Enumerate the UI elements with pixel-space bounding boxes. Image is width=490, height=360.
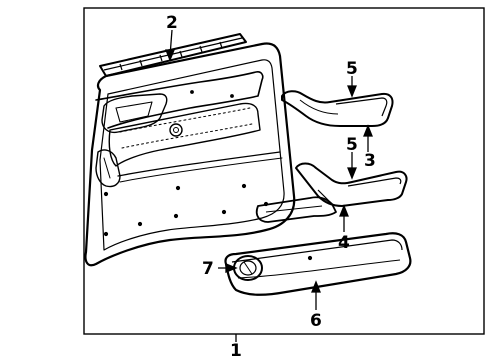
callout-7: 7	[202, 259, 214, 279]
callout-6: 6	[310, 311, 322, 331]
callout-2: 2	[166, 13, 178, 33]
callout-5-lower: 5	[346, 135, 358, 155]
door-trim-panel-part	[84, 42, 296, 267]
belt-weatherstrip-part	[99, 33, 247, 77]
callout-3: 3	[364, 151, 376, 171]
callout-1: 1	[230, 341, 242, 360]
armrest-mid-trim-part	[255, 162, 408, 223]
callout-4: 4	[338, 233, 350, 253]
lower-pocket-trim-part	[224, 232, 412, 296]
armrest-upper-trim-part	[281, 90, 394, 127]
assembly-frame	[83, 7, 485, 335]
leader-lines	[165, 29, 373, 342]
callout-5-upper: 5	[346, 59, 358, 79]
